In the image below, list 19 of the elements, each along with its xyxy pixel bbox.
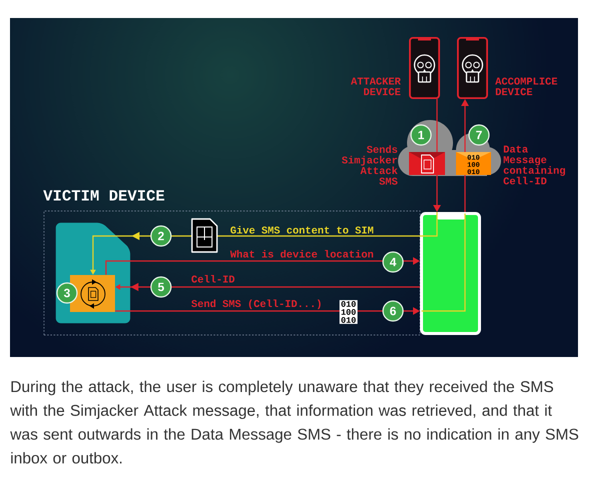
device-label: ACCOMPLICE DEVICE [495, 78, 558, 96]
step-number: 7 [468, 124, 490, 146]
edge-label: Send SMS (Cell-ID...) [191, 299, 320, 310]
frame-heading: VICTIM DEVICE [43, 190, 164, 201]
step-number: 5 [150, 276, 172, 298]
data-tag: 010 100 010 [340, 300, 358, 324]
caption: During the attack, the user is completely unaware that they received the SMS with the Simjacker Attack message, that information was retrieved, and that it was sent outwards in the Data Message SMS - there is no indication in any SMS inbox or outbox. [10, 380, 578, 464]
device-label: ATTACKER DEVICE [350, 78, 401, 96]
edge-label: Give SMS content to SIM [230, 226, 374, 234]
phone [420, 212, 481, 335]
step-number: 4 [382, 251, 404, 273]
step-number: 3 [56, 282, 78, 304]
edge-label: Cell-ID [192, 274, 234, 283]
edge-label: Sends Simjacker Attack SMS [342, 145, 398, 185]
edge-label: Data Message containing Cell-ID [504, 146, 566, 184]
step-number: 2 [150, 225, 172, 247]
step-number: 1 [410, 124, 432, 146]
edge-label: What is device location [230, 250, 374, 258]
step-number: 6 [382, 300, 404, 322]
